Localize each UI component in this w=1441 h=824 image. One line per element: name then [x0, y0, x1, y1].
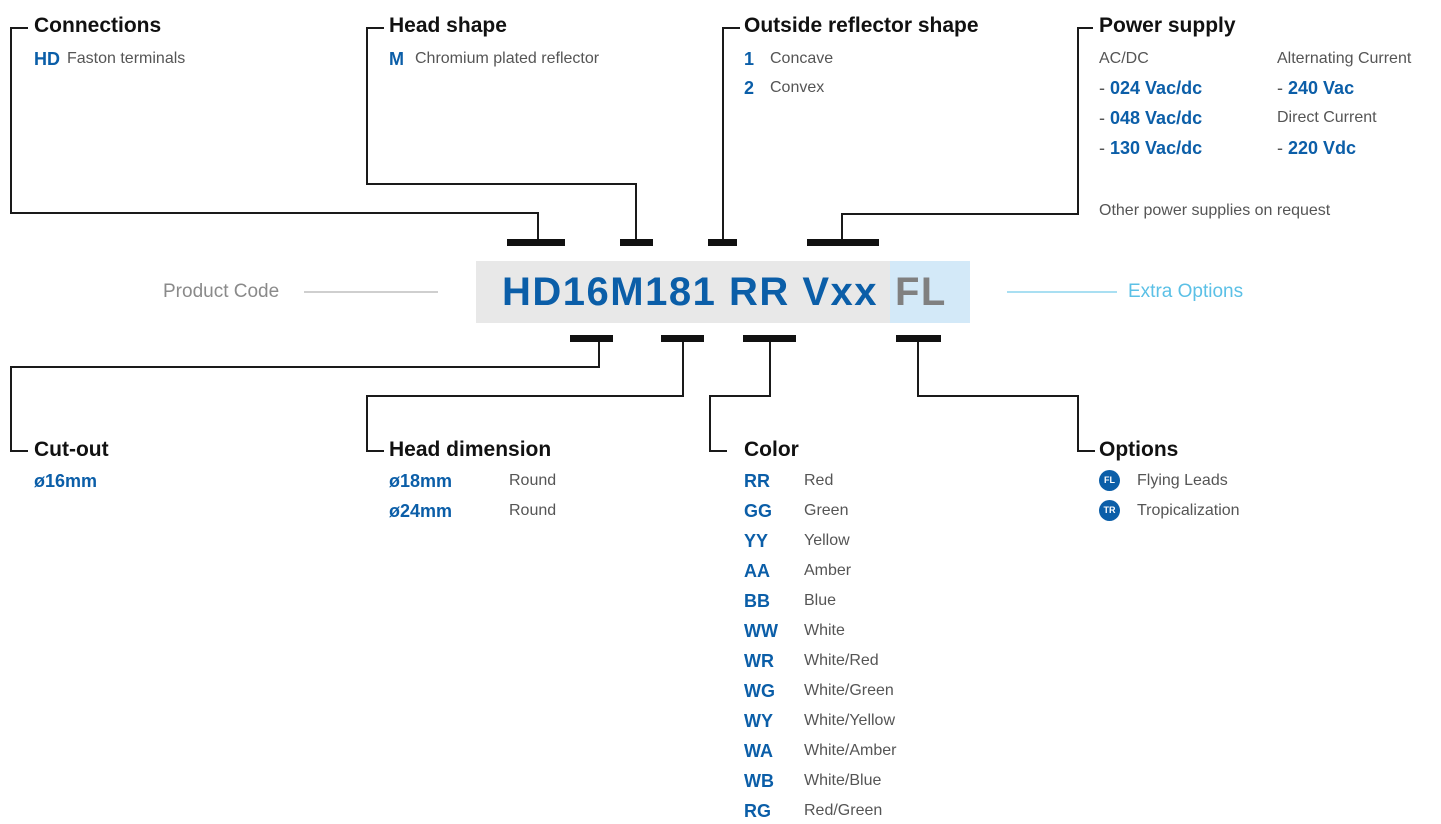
power-acdc-row-2: - 048 Vac/dc	[1099, 108, 1203, 128]
color-code: WB	[744, 771, 774, 791]
color-title: Color	[744, 438, 799, 461]
color-code: AA	[744, 561, 770, 581]
head-dimension-code-2: ø24mm	[389, 501, 453, 521]
product-code-text: HD16M181 RR Vxx	[502, 270, 878, 314]
segment-bar-head-dimension	[661, 335, 704, 342]
option-desc-tropicalization: Tropicalization	[1137, 502, 1240, 519]
cutout-title: Cut-out	[34, 438, 109, 461]
segment-bar-reflector	[708, 239, 737, 246]
head-dimension-code-1: ø18mm	[389, 471, 453, 491]
segment-bar-head-shape	[620, 239, 653, 246]
color-code: WG	[744, 681, 775, 701]
color-desc: Amber	[804, 562, 852, 579]
flying-leads-badge-icon: FL	[1099, 470, 1120, 491]
color-code: BB	[744, 591, 770, 611]
power-dc-value: - 220 Vdc	[1277, 138, 1357, 158]
power-acdc-row-3: - 130 Vac/dc	[1099, 138, 1203, 158]
segment-bar-cutout	[570, 335, 613, 342]
color-desc: White	[804, 622, 845, 639]
power-ac-value: - 240 Vac	[1277, 78, 1355, 98]
power-ac-label: Alternating Current	[1277, 50, 1412, 67]
color-desc: White/Green	[804, 682, 894, 699]
power-note: Other power supplies on request	[1099, 202, 1331, 219]
color-code: WY	[744, 711, 773, 731]
power-dc-label: Direct Current	[1277, 109, 1377, 126]
option-desc-flying-leads: Flying Leads	[1137, 472, 1228, 489]
color-desc: White/Red	[804, 652, 879, 669]
color-code: GG	[744, 501, 773, 521]
extra-options-box	[890, 261, 970, 323]
tropicalization-badge-icon: TR	[1099, 500, 1120, 521]
color-desc: White/Blue	[804, 772, 882, 789]
head-dimension-desc-2: Round	[509, 502, 557, 519]
color-desc: Red	[804, 472, 834, 489]
color-code: WA	[744, 741, 773, 761]
reflector-desc-2: Convex	[770, 79, 825, 96]
color-desc: Yellow	[804, 532, 850, 549]
product-code-leader	[304, 291, 438, 293]
reflector-code-1: 1	[744, 49, 755, 69]
head-shape-desc: Chromium plated reflector	[415, 50, 600, 67]
extra-options-leader	[1007, 291, 1117, 293]
head-dimension-title: Head dimension	[389, 438, 552, 461]
color-code: YY	[744, 531, 769, 551]
options-title: Options	[1099, 438, 1179, 461]
reflector-desc-1: Concave	[770, 50, 834, 67]
segment-bar-connections	[507, 239, 565, 246]
color-code: WR	[744, 651, 774, 671]
connections-desc: Faston terminals	[67, 50, 186, 67]
color-code: RR	[744, 471, 770, 491]
head-shape-title: Head shape	[389, 14, 507, 37]
color-code: RG	[744, 801, 771, 821]
product-code-label: Product Code	[163, 281, 280, 302]
color-desc: Blue	[804, 592, 837, 609]
segment-bar-color	[743, 335, 796, 342]
color-desc: Green	[804, 502, 849, 519]
segment-bar-options	[896, 335, 941, 342]
reflector-code-2: 2	[744, 78, 755, 98]
head-shape-code: M	[389, 49, 404, 69]
power-acdc-label: AC/DC	[1099, 50, 1149, 67]
color-desc: Red/Green	[804, 802, 883, 819]
color-desc: White/Yellow	[804, 712, 896, 729]
power-supply-title: Power supply	[1099, 14, 1236, 37]
extra-code-text: FL	[895, 270, 947, 314]
reflector-title: Outside reflector shape	[744, 14, 979, 37]
connections-code: HD	[34, 49, 60, 69]
product-code-box	[476, 261, 890, 323]
power-acdc-row-1: - 024 Vac/dc	[1099, 78, 1203, 98]
segment-bar-power-supply	[807, 239, 879, 246]
color-desc: White/Amber	[804, 742, 897, 759]
cutout-value: ø16mm	[34, 471, 98, 491]
connections-title: Connections	[34, 14, 162, 37]
head-dimension-desc-1: Round	[509, 472, 557, 489]
extra-options-label: Extra Options	[1128, 281, 1244, 302]
color-code: WW	[744, 621, 778, 641]
